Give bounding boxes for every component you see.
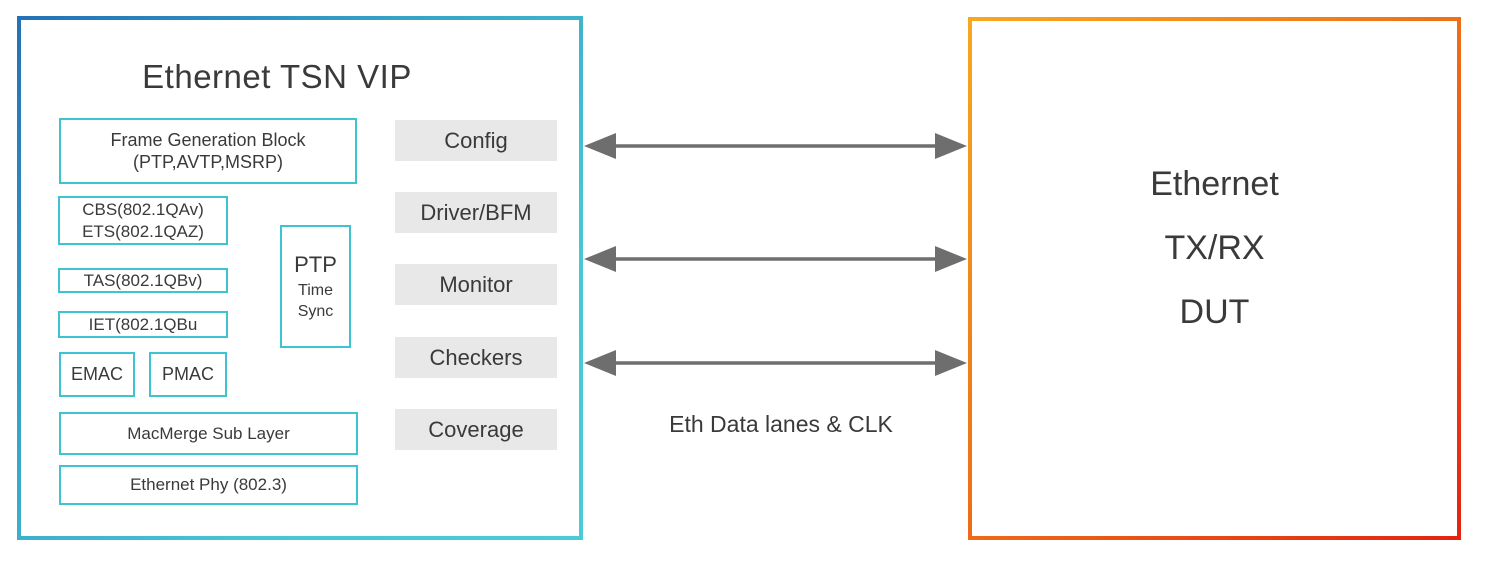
- bidirectional-arrow-middle: [584, 246, 967, 272]
- ptp-time-sync-block: PTP Time Sync: [280, 225, 351, 348]
- component-config: Config: [395, 120, 557, 161]
- component-driver-bfm: Driver/BFM: [395, 192, 557, 233]
- bidirectional-arrow-bottom: [584, 350, 967, 376]
- component-checkers: Checkers: [395, 337, 557, 378]
- vip-title: Ethernet TSN VIP: [142, 58, 412, 95]
- cbs-ets-block: CBS(802.1QAv) ETS(802.1QAZ): [58, 196, 228, 245]
- dut-text-block: Ethernet TX/RX DUT: [968, 167, 1461, 330]
- frame-generation-block: Frame Generation Block (PTP,AVTP,MSRP): [59, 118, 357, 184]
- dut-box-background: [972, 21, 1457, 536]
- ethernet-tsn-vip-box: Ethernet TSN VIP Frame Generation Block …: [17, 16, 583, 540]
- ets-line: ETS(802.1QAZ): [82, 221, 204, 241]
- component-monitor: Monitor: [395, 264, 557, 305]
- cbs-line: CBS(802.1QAv): [82, 200, 204, 220]
- tas-block: TAS(802.1QBv): [58, 268, 228, 293]
- iet-block: IET(802.1QBu: [58, 311, 228, 338]
- component-coverage: Coverage: [395, 409, 557, 450]
- ptp-time-line: Time: [298, 282, 333, 300]
- emac-block: EMAC: [59, 352, 135, 397]
- ethernet-dut-box: Ethernet TX/RX DUT: [968, 17, 1461, 540]
- dut-line-ethernet: Ethernet: [1150, 165, 1279, 203]
- ethernet-phy-block: Ethernet Phy (802.3): [59, 465, 358, 505]
- dut-line-dut: DUT: [1179, 293, 1250, 331]
- frame-generation-line2: (PTP,AVTP,MSRP): [132, 152, 284, 172]
- ptp-sync-line: Sync: [297, 302, 334, 320]
- macmerge-sub-layer-block: MacMerge Sub Layer: [59, 412, 358, 455]
- ptp-line: PTP: [294, 252, 337, 278]
- eth-data-lanes-label: Eth Data lanes & CLK: [669, 411, 893, 437]
- dut-line-txrx: TX/RX: [1164, 229, 1265, 267]
- pmac-block: PMAC: [149, 352, 227, 397]
- frame-generation-line1: Frame Generation Block: [110, 129, 306, 150]
- bidirectional-arrow-top: [584, 133, 967, 159]
